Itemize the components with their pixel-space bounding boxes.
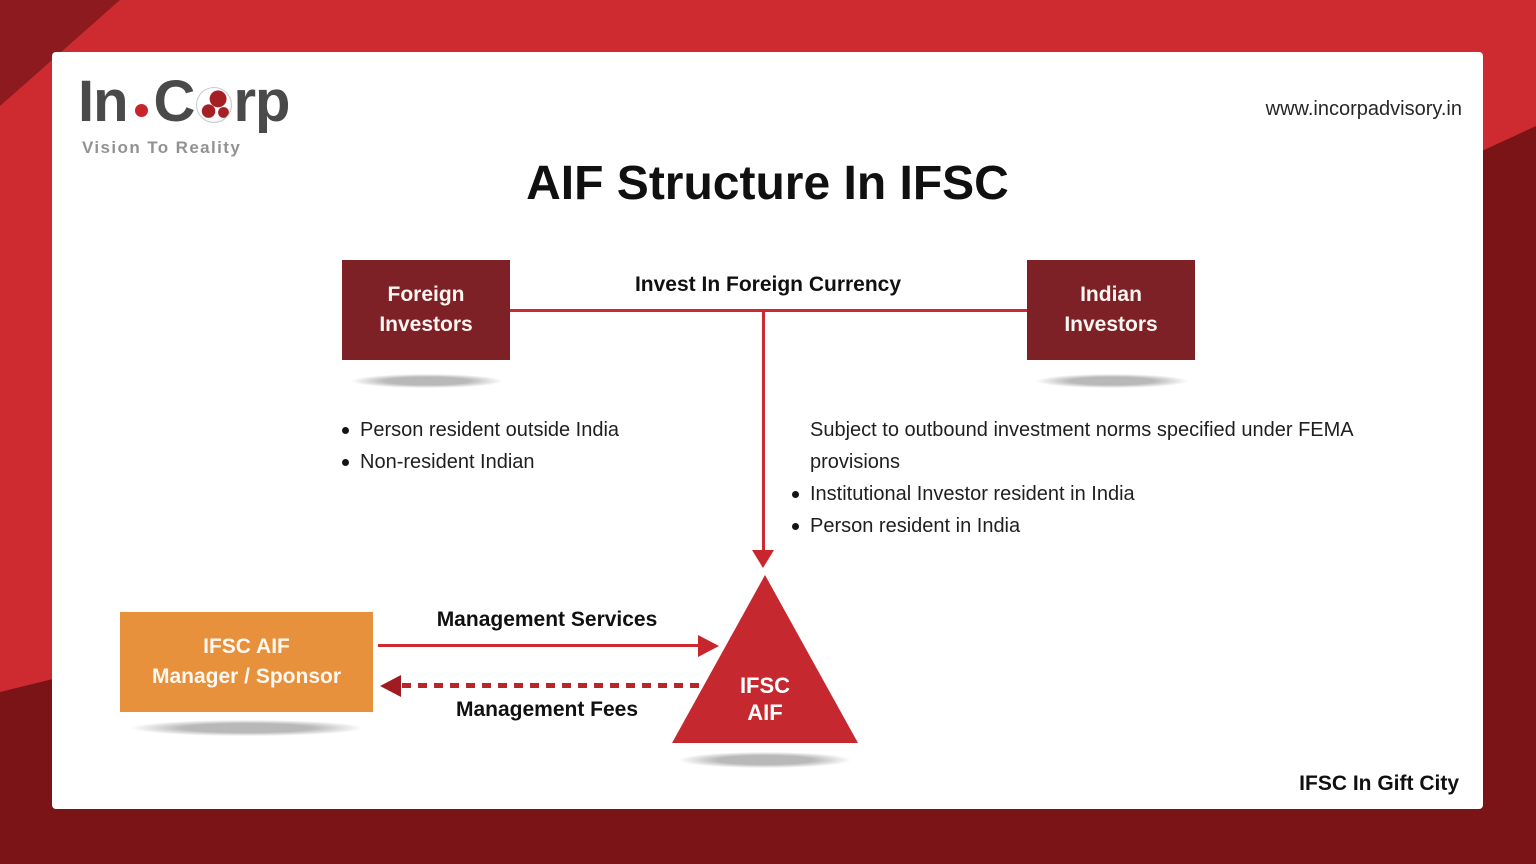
ifsc-aif-triangle <box>672 575 858 743</box>
management-services-label: Management Services <box>436 608 658 631</box>
triangle-shadow <box>680 752 850 768</box>
left-arrow-icon <box>380 675 401 697</box>
list-item: Institutional Investor resident in India <box>788 478 1408 510</box>
logo-tagline: Vision To Reality <box>82 138 242 157</box>
logo-text-rp: rp <box>233 69 290 134</box>
footer-caption: IFSC In Gift City <box>1299 772 1459 795</box>
list-item: Person resident in India <box>788 510 1408 542</box>
website-url: www.incorpadvisory.in <box>1265 98 1462 120</box>
foreign-box-shadow <box>352 374 502 388</box>
management-fees-arrow <box>402 683 747 688</box>
invest-connector-line <box>510 309 1027 312</box>
list-item: Person resident outside India <box>338 414 738 446</box>
ifsc-aif-triangle-label: IFSC AIF <box>739 673 791 725</box>
manager-box-shadow <box>132 720 362 736</box>
down-arrow-icon <box>752 550 774 568</box>
logo-dot-icon <box>134 104 148 117</box>
management-fees-label: Management Fees <box>455 698 639 721</box>
globe-icon <box>196 87 233 123</box>
page-title: AIF Structure In IFSC <box>526 157 1009 210</box>
foreign-investors-box: Foreign Investors <box>342 260 510 360</box>
management-services-arrow <box>378 644 700 647</box>
indian-investors-box: Indian Investors <box>1027 260 1195 360</box>
ifsc-aif-manager-box: IFSC AIF Manager / Sponsor <box>120 612 373 712</box>
indian-note-plain: Subject to outbound investment norms spe… <box>810 419 1353 473</box>
logo-text-in: In <box>78 69 129 134</box>
indian-investor-notes: Subject to outbound investment norms spe… <box>788 414 1408 542</box>
invest-currency-label: Invest In Foreign Currency <box>634 273 902 296</box>
indian-box-shadow <box>1037 374 1187 388</box>
logo-text-c: C <box>153 69 196 134</box>
invest-connector-drop-line <box>762 309 765 552</box>
list-item: Non-resident Indian <box>338 446 738 478</box>
indian-notes-list: Institutional Investor resident in India… <box>788 478 1408 542</box>
